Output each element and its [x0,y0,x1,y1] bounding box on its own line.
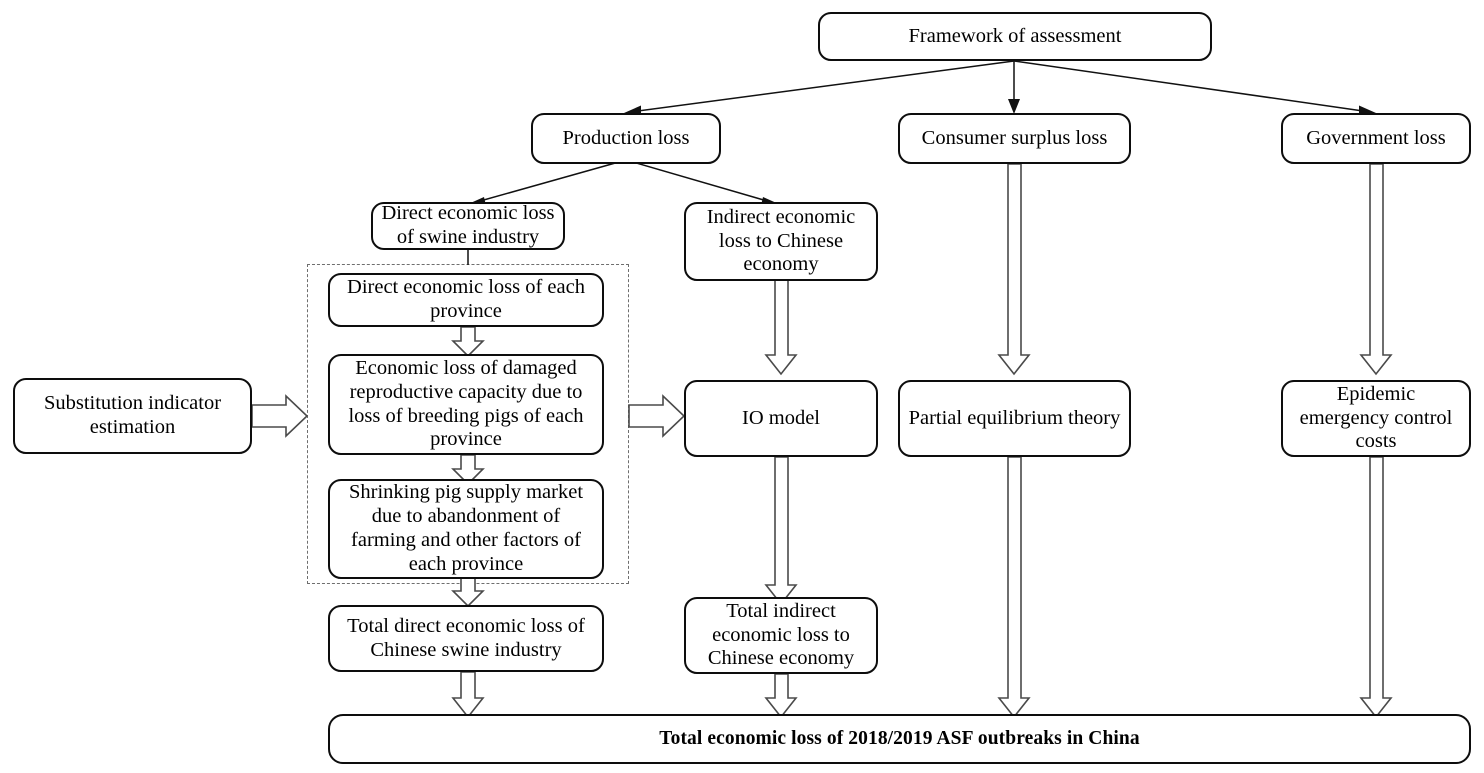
node-label: Framework of assessment [908,24,1122,47]
node-direct-economic-loss-swine-industry[interactable]: Direct economic loss of swine industry [371,202,565,250]
node-label: Shrinking pig supply market due to aband… [348,481,584,575]
block-arrow-government-to-epidemic [1359,163,1393,376]
block-arrow-shrinking-to-total-direct [451,577,485,608]
node-io-model[interactable]: IO model [684,380,878,457]
node-indirect-economic-loss-chinese-economy[interactable]: Indirect economic loss to Chinese econom… [684,202,878,281]
node-total-economic-loss[interactable]: Total economic loss of 2018/2019 ASF out… [328,714,1471,764]
block-arrow-direct-province-to-reproductive [451,326,485,358]
node-substitution-indicator-estimation[interactable]: Substitution indicator estimation [13,378,252,454]
node-label: Consumer surplus loss [921,126,1108,149]
arrow-framework-to-government-loss [1013,60,1376,120]
arrow-framework-to-production-loss [624,60,1015,120]
node-label: Direct economic loss of each province [347,276,585,322]
block-arrow-reproductive-to-shrinking [451,454,485,486]
block-arrow-partial-equilibrium-to-total [997,456,1031,719]
block-arrow-indirect-to-io-model [764,279,798,376]
block-arrow-total-indirect-to-total [764,673,798,719]
node-framework-of-assessment[interactable]: Framework of assessment [818,12,1212,61]
node-epidemic-emergency-control-costs[interactable]: Epidemic emergency control costs [1281,380,1471,457]
node-label: Total indirect economic loss to Chinese … [707,599,855,670]
node-total-indirect-economic-loss[interactable]: Total indirect economic loss to Chinese … [684,597,878,674]
node-label: IO model [742,406,820,429]
node-production-loss[interactable]: Production loss [531,113,721,164]
node-label: Government loss [1306,126,1446,149]
node-economic-loss-damaged-reproductive-capacity[interactable]: Economic loss of damaged reproductive ca… [328,354,604,455]
node-shrinking-pig-supply-market[interactable]: Shrinking pig supply market due to aband… [328,479,604,579]
node-label: Substitution indicator estimation [43,392,222,438]
node-label: Economic loss of damaged reproductive ca… [348,356,584,451]
node-label: Direct economic loss of swine industry [381,202,555,248]
node-total-direct-economic-loss[interactable]: Total direct economic loss of Chinese sw… [328,605,604,672]
block-arrow-total-direct-to-total [451,671,485,719]
node-label: Partial equilibrium theory [908,406,1121,429]
arrow-framework-to-consumer-surplus [1008,61,1020,114]
block-arrow-consumer-to-partial-equilibrium [997,163,1031,376]
node-label: Total direct economic loss of Chinese sw… [347,614,585,661]
node-label: Total economic loss of 2018/2019 ASF out… [659,727,1140,749]
node-direct-economic-loss-each-province[interactable]: Direct economic loss of each province [328,273,604,327]
node-partial-equilibrium-theory[interactable]: Partial equilibrium theory [898,380,1131,457]
node-label: Indirect economic loss to Chinese econom… [706,205,856,276]
node-government-loss[interactable]: Government loss [1281,113,1471,164]
block-arrow-io-model-to-total-indirect [764,456,798,606]
block-arrow-group-to-io-model [628,394,686,438]
block-arrow-substitution-to-group [251,394,309,438]
block-arrow-epidemic-to-total [1359,456,1393,719]
node-label: Production loss [562,126,690,149]
node-label: Epidemic emergency control costs [1299,382,1453,453]
node-consumer-surplus-loss[interactable]: Consumer surplus loss [898,113,1131,164]
